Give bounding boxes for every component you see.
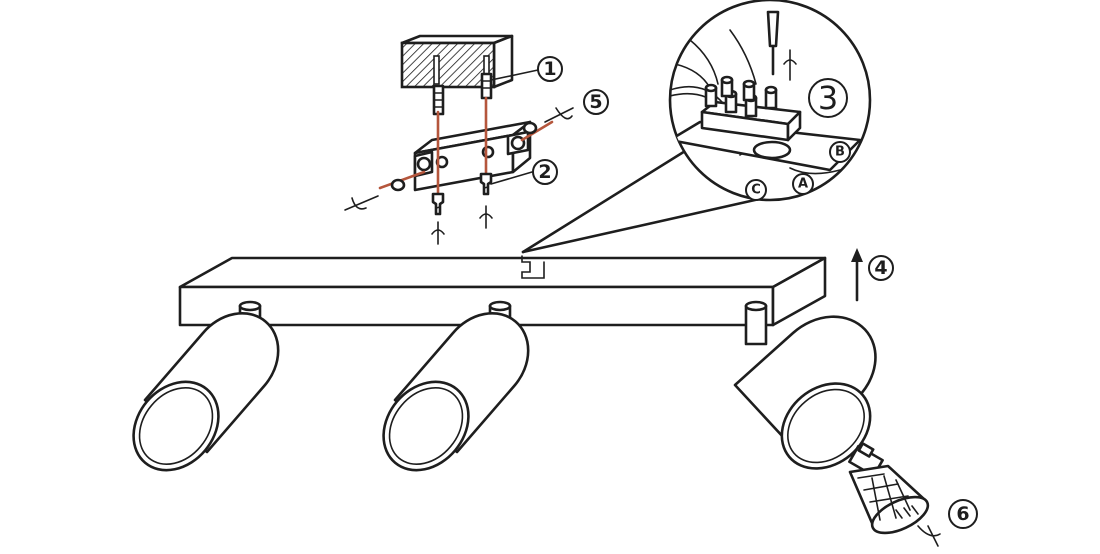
step-6-number: 6 [956,503,969,525]
spotlight-right [733,315,877,470]
light-bulb-icon [848,442,941,547]
light-bar [178,255,827,327]
bracket-screws [431,172,493,216]
step-1-number: 1 [543,58,556,80]
step-5-number: 5 [589,91,602,113]
step-6-label: 6 [948,499,978,529]
mounting-bracket [413,120,532,192]
wire-c-letter: C [751,183,761,198]
wire-b-letter: B [835,145,845,160]
step-3-label: 3 [808,78,848,118]
step-4-number: 4 [874,257,887,279]
ceiling-block [400,34,514,89]
wire-a-letter: A [798,177,808,192]
wire-label-b: B [829,141,851,163]
spotlight-left [132,312,280,472]
wire-label-a: A [792,173,814,195]
wire-label-c: C [745,179,767,201]
step-1-label: 1 [537,56,563,82]
step-3-number: 3 [818,79,838,117]
terminal-block-zoom: 3 B A C [521,0,872,254]
step-4-label: 4 [868,255,894,281]
step-5-label: 5 [583,89,609,115]
step-2-number: 2 [538,161,551,183]
screwdriver-icon [431,205,493,245]
side-screws [344,107,574,211]
spotlight-middle [382,312,530,472]
arrow-up-icon [851,248,863,302]
step-2-label: 2 [532,159,558,185]
